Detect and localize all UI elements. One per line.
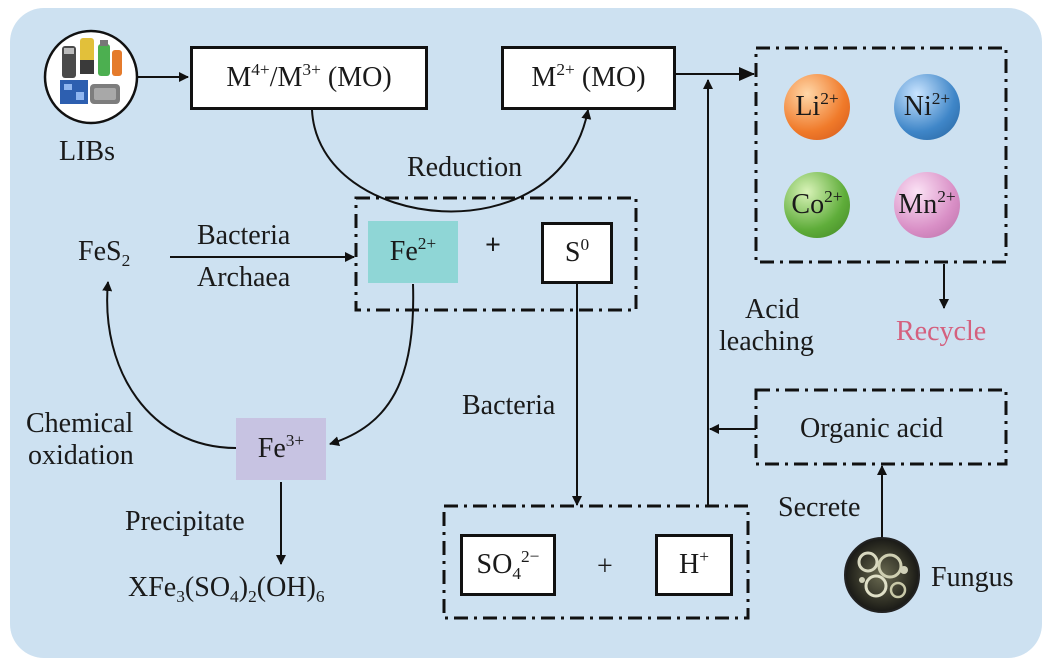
battery-collection-icon	[43, 29, 139, 125]
oxidation-label: oxidation	[28, 440, 134, 471]
jarosite-formula: XFe3(SO4)2(OH)6	[128, 572, 325, 606]
fes2-label: FeS2	[78, 236, 131, 270]
reduction-arc	[311, 109, 592, 213]
bacteria-label-mid: Bacteria	[462, 390, 556, 421]
chemical-label: Chemical	[26, 408, 134, 439]
m2-formula: M2+ (MO)	[531, 60, 646, 93]
mn-ion: Mn2+	[894, 172, 960, 238]
s0-box: S0	[541, 222, 613, 284]
ni-ion: Ni2+	[894, 74, 960, 140]
h-box: H+	[655, 534, 733, 596]
organic-acid-dashed-box	[754, 388, 1008, 466]
fungus-colony-icon	[844, 537, 920, 613]
plus-sign: +	[485, 230, 501, 261]
plus-sign-2: +	[597, 551, 613, 582]
m4-m3-mo-box: M4+/M3+ (MO)	[190, 46, 428, 110]
background-panel	[10, 8, 1042, 658]
metal-ions-dashed-group	[754, 46, 1008, 264]
bacteria-label-top: Bacteria	[197, 220, 291, 251]
archaea-label: Archaea	[197, 262, 291, 293]
libs-label: LIBs	[59, 136, 115, 167]
m2-mo-box: M2+ (MO)	[501, 46, 676, 110]
li-ion: Li2+	[784, 74, 850, 140]
precipitate-label: Precipitate	[125, 506, 245, 537]
reduction-label: Reduction	[407, 152, 523, 183]
organic-acid-label: Organic acid	[800, 413, 944, 444]
fe2-box: Fe2+	[368, 221, 458, 283]
arrow-fe2-to-fe3	[329, 283, 415, 447]
fe3-box: Fe3+	[236, 418, 326, 480]
recycle-label: Recycle	[896, 316, 987, 347]
so4-box: SO42−	[460, 534, 556, 596]
m43-formula: M4+/M3+ (MO)	[226, 60, 392, 93]
so4-h-dashed-group	[442, 504, 750, 620]
leaching-label: leaching	[719, 326, 814, 357]
fungus-label: Fungus	[931, 562, 1014, 593]
acid-label: Acid	[745, 294, 800, 325]
arrow-fe3-to-fes2	[102, 281, 237, 449]
secrete-label: Secrete	[778, 492, 861, 523]
fe-s-dashed-group	[354, 196, 638, 312]
co-ion: Co2+	[784, 172, 850, 238]
